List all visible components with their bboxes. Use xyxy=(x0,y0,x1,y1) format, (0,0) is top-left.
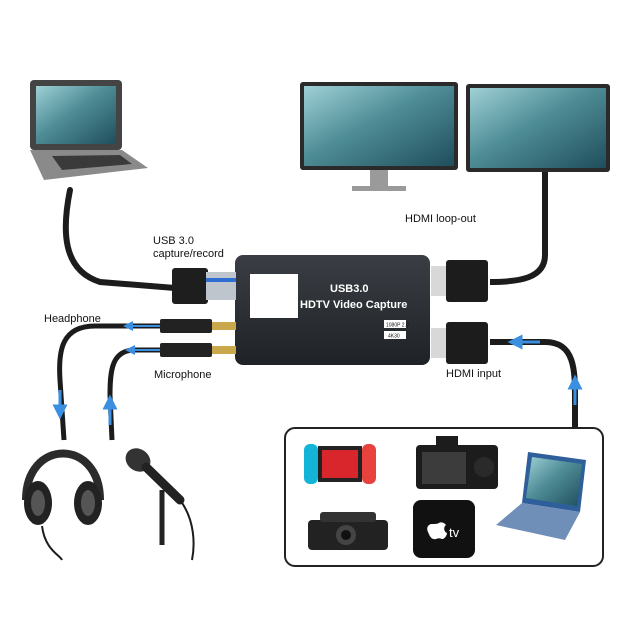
headphone-jack xyxy=(160,319,236,333)
apple-tv-icon: tv xyxy=(413,500,475,558)
usb-label-line2: capture/record xyxy=(153,248,224,260)
capture-device: 4K ULTRA HD USB3.0 HDTV Video Capture 10… xyxy=(235,255,430,365)
device-badge-big: 4K xyxy=(258,283,291,310)
headphone-label: Headphone xyxy=(44,313,101,325)
laptop-icon xyxy=(30,80,148,180)
device-badge-small: ULTRA HD xyxy=(256,310,290,317)
game-console-icon xyxy=(304,444,376,484)
monitor-icon xyxy=(300,82,458,191)
usb-label-line1: USB 3.0 xyxy=(153,235,194,247)
microphone-jack xyxy=(160,343,236,357)
apple-tv-logo-text: tv xyxy=(449,525,460,540)
headphone-cable xyxy=(57,323,160,441)
hdmi-loop-out-label: HDMI loop-out xyxy=(405,213,476,225)
hdmi-loop-out-cable xyxy=(489,172,548,285)
camera-icon xyxy=(416,436,498,489)
microphone-cable xyxy=(107,347,160,441)
usb-plug xyxy=(172,268,236,304)
projector-icon xyxy=(308,512,388,550)
monitor-icon xyxy=(466,84,610,172)
device-tag1: 1080P 2.0 xyxy=(386,323,409,329)
device-line2: HDTV Video Capture xyxy=(300,299,407,311)
usb-cable xyxy=(62,187,178,291)
laptop-icon xyxy=(496,452,586,540)
device-tag2: 4K30 xyxy=(388,334,400,340)
hdmi-loop-out-plug xyxy=(431,260,488,302)
microphone-label: Microphone xyxy=(154,369,212,381)
hdmi-input-cable xyxy=(490,339,578,430)
hdmi-input-label: HDMI input xyxy=(446,368,502,380)
microphone-icon xyxy=(125,448,195,561)
device-line1: USB3.0 xyxy=(330,283,369,295)
hdmi-input-plug xyxy=(431,322,488,364)
headphones-icon xyxy=(22,449,104,561)
